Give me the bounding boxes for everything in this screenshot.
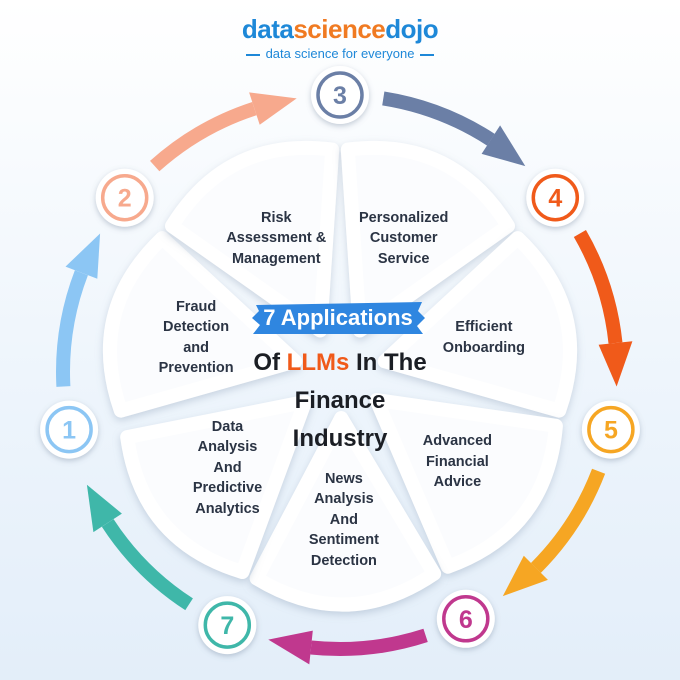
logo-word-data: data [241, 14, 294, 44]
cycle-arrows [56, 91, 633, 665]
step-label-line: Onboarding [442, 339, 525, 356]
step-label-line: Detection [310, 552, 377, 569]
arrowhead-icon-4 [598, 341, 633, 387]
step-card-3 [340, 140, 515, 338]
step-label-line: Management [231, 250, 321, 267]
logo-word-science: science [293, 14, 386, 44]
arrowhead-icon-2 [249, 92, 297, 125]
arc-arrow-6 [310, 628, 428, 656]
step-label-line: Assessment & [226, 230, 327, 247]
title-line-2: Of LLMs In The [230, 344, 450, 382]
logo-word-dojo: dojo [385, 14, 439, 44]
step-label-line: And [213, 459, 242, 476]
step-label-line: Analysis [197, 439, 258, 456]
step-label-line: Advanced [422, 433, 493, 450]
step-card-6 [249, 411, 442, 612]
step-label-line: Financial [425, 453, 489, 470]
arrowhead-icon-7 [86, 484, 122, 533]
step-badge-2: 2 [95, 168, 154, 227]
title-text: Of LLMs In The Finance Industry [230, 344, 450, 458]
step-label-line: and [183, 339, 209, 356]
step-label-line: Service [377, 250, 430, 267]
step-number: 7 [220, 612, 234, 640]
step-cards [102, 140, 578, 612]
brush-stroke-icon [252, 302, 425, 334]
title-line-3: Finance [294, 387, 386, 414]
title-word-in-the: In The [356, 349, 427, 376]
step-label-line: Advice [433, 474, 482, 491]
step-label-line: Risk [260, 209, 292, 226]
step-number: 1 [62, 417, 76, 445]
step-card-2 [165, 140, 340, 338]
step-number: 6 [459, 606, 473, 634]
arrowhead-icon-5 [502, 555, 548, 597]
step-badge-6: 6 [436, 589, 495, 648]
badge-ring [531, 173, 580, 222]
badge-ring [203, 601, 252, 649]
logo-tagline: data science for everyone [245, 46, 435, 61]
arc-arrow-4 [573, 230, 623, 344]
step-badge-3: 3 [311, 66, 369, 124]
step-card-1 [102, 231, 303, 418]
arrowhead-icon-3 [481, 125, 526, 167]
step-number: 5 [604, 417, 618, 445]
badge-ring [100, 173, 149, 222]
step-label-line: Prevention [158, 360, 234, 376]
step-card-5 [369, 393, 563, 574]
step-label-line: Analysis [314, 491, 374, 508]
step-badge-5: 5 [581, 400, 640, 459]
step-card-4 [377, 231, 578, 418]
step-card-7 [120, 394, 312, 579]
step-label-line: Customer [369, 230, 438, 247]
arc-arrow-1 [56, 270, 88, 387]
title-accent-llms: LLMs [286, 349, 350, 376]
arc-arrow-2 [150, 101, 257, 172]
arc-arrow-3 [382, 91, 495, 146]
step-label-line: Sentiment [308, 532, 379, 549]
title-line-1: 7 Applications [263, 305, 413, 330]
step-label-line: Personalized [358, 209, 449, 226]
step-label-line: Efficient [455, 319, 513, 335]
brand-logo[interactable]: datasciencedojo data science for everyon… [0, 14, 680, 63]
step-label-line: Predictive [192, 480, 263, 497]
step-label-line: Fraud [175, 298, 217, 315]
title-word-of: Of [253, 349, 280, 376]
badge-ring [442, 595, 490, 643]
step-badge-4: 4 [526, 168, 585, 227]
title-banner: 7 Applications [250, 300, 426, 336]
badge-ring [587, 405, 635, 454]
title-line-4: Industry [292, 425, 388, 452]
step-label-line: News [324, 470, 363, 487]
step-label-line: Data [211, 418, 244, 435]
badge-ring [316, 71, 364, 119]
step-label-line: And [329, 511, 358, 528]
arrowhead-icon-6 [268, 630, 313, 665]
arrowhead-icon-1 [65, 233, 101, 279]
step-badge-7: 7 [198, 596, 257, 655]
step-number: 4 [548, 185, 562, 213]
step-badge-1: 1 [40, 400, 99, 459]
step-badges: 1 2 3 4 5 6 7 [40, 66, 640, 655]
badge-ring [45, 405, 93, 454]
arc-arrow-7 [101, 519, 193, 611]
step-number: 3 [333, 82, 347, 110]
step-label-line: Detection [163, 319, 230, 335]
arc-arrow-5 [530, 468, 606, 573]
step-label-line: Analytics [195, 500, 260, 517]
step-number: 2 [118, 185, 132, 213]
